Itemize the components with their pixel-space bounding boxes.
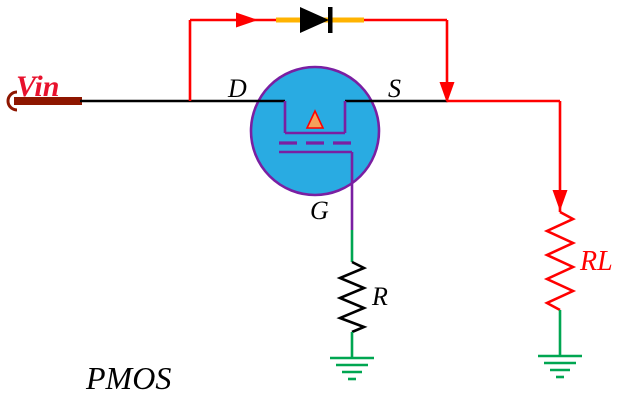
caption-pmos: PMOS	[86, 360, 172, 396]
ground-right-icon	[538, 354, 582, 379]
transistor-body-circle	[249, 65, 381, 197]
load-resistor-branch	[538, 210, 582, 379]
drain-label: D	[228, 74, 247, 103]
current-arrow-down-load-icon	[552, 190, 568, 211]
load-resistor-label: RL	[580, 246, 613, 277]
vin-connector-icon	[6, 90, 82, 112]
ground-left-icon	[330, 356, 374, 381]
substrate-arrow-icon	[305, 109, 325, 129]
gate-label: G	[310, 196, 329, 225]
gate-resistor-zigzag	[336, 260, 368, 334]
source-label: S	[388, 74, 401, 103]
vin-label: Vin	[16, 70, 60, 103]
gate-resistor-label: R	[372, 282, 388, 311]
current-arrow-down-source-icon	[439, 82, 455, 103]
gate-resistor-branch	[330, 230, 374, 381]
mosfet-symbol	[279, 101, 354, 230]
load-resistor-zigzag	[543, 210, 577, 312]
vin-connector-hook	[6, 90, 18, 112]
diode-cathode-bar	[328, 7, 333, 33]
diode-triangle-icon	[300, 7, 329, 33]
current-arrow-right-icon	[236, 12, 258, 28]
body-diode	[276, 7, 364, 33]
